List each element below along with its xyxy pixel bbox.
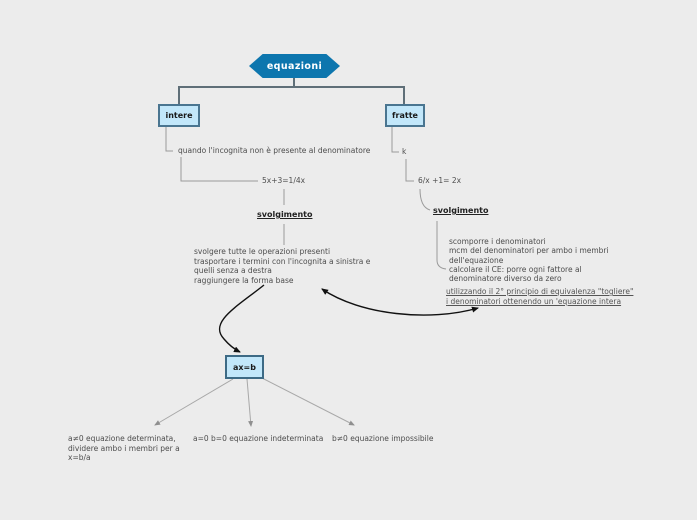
case-impossibile[interactable]: b≠0 equazione impossibile: [332, 434, 433, 444]
fratte-condition-label[interactable]: k: [402, 147, 407, 156]
fratte-step-line: mcm del denominatori per ambo i membri: [449, 246, 609, 256]
node-base-form[interactable]: ax=b: [225, 355, 264, 379]
fratte-step-line: calcolare il CE: porre ogni fattore al: [449, 264, 582, 274]
case-line: b≠0 equazione impossibile: [332, 434, 434, 443]
intere-example-label[interactable]: 5x+3=1/4x: [262, 176, 306, 185]
arrow-to-base-form: [218, 284, 265, 353]
tree-connector: [178, 78, 405, 104]
intere-condition-label[interactable]: quando l'incognita non è presente al den…: [178, 146, 371, 155]
node-base-form-label: ax=b: [233, 362, 256, 372]
intere-steps-block[interactable]: svolgere tutte le operazioni presenti tr…: [194, 247, 370, 285]
fratte-svolgimento-label[interactable]: svolgimento: [433, 206, 489, 215]
root-node-label: equazioni: [266, 60, 323, 72]
root-node-equazioni[interactable]: equazioni: [249, 54, 340, 78]
right-branch-connector: [391, 127, 447, 270]
fratte-note-line: utilizzando il 2° principio di equivalen…: [446, 287, 634, 296]
fratte-step-line: dell'equazione: [449, 255, 504, 265]
fratte-note-line: i denominatori ottenendo un 'equazione i…: [446, 296, 622, 306]
intere-step-line: svolgere tutte le operazioni presenti: [194, 247, 331, 256]
node-intere[interactable]: intere: [158, 104, 200, 127]
case-line: a=0 b=0 equazione indeterminata: [193, 434, 324, 443]
node-fratte[interactable]: fratte: [385, 104, 425, 127]
node-intere-label: intere: [165, 111, 193, 120]
case-connectors: [154, 377, 355, 427]
fratte-step-line: scomporre i denominatori: [449, 237, 546, 246]
node-fratte-label: fratte: [392, 111, 418, 120]
left-branch-connector: [165, 127, 285, 245]
case-indeterminata[interactable]: a=0 b=0 equazione indeterminata: [193, 434, 323, 444]
case-line: dividere ambo i membri per a: [68, 443, 180, 453]
case-line: a≠0 equazione determinata,: [68, 434, 176, 443]
intere-svolgimento-label[interactable]: svolgimento: [257, 210, 313, 219]
case-line: x=b/a: [68, 453, 91, 462]
fratte-example-label[interactable]: 6/x +1= 2x: [418, 176, 462, 185]
fratte-step-line: denominatore diverso da zero: [449, 274, 562, 284]
case-determinata[interactable]: a≠0 equazione determinata, dividere ambo…: [68, 434, 180, 463]
intere-step-line: trasportare i termini con l'incognita a …: [194, 256, 371, 266]
fratte-equivalence-note[interactable]: utilizzando il 2° principio di equivalen…: [446, 287, 633, 306]
fratte-steps-block[interactable]: scomporre i denominatori mcm del denomin…: [449, 237, 609, 283]
intere-step-line: raggiungere la forma base: [194, 275, 294, 285]
intere-step-line: quelli senza a destra: [194, 266, 272, 275]
